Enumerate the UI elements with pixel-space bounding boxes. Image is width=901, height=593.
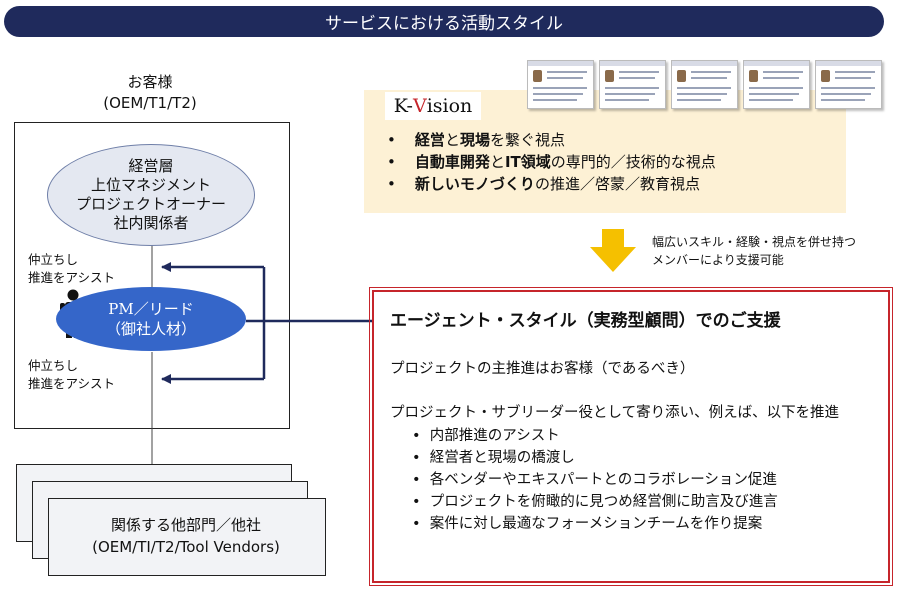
assist-lower-line1: 仲立ちし [28,358,79,373]
agent-item: • プロジェクトを俯瞰的に見つめ経営側に助言及び進言 [412,494,778,510]
kvision-bullets: • 経営と現場を繋ぐ視点 • 自動車開発とIT領域の専門的／技術的な視点 • 新… [387,129,847,195]
pm-line2: （御社人材） [105,320,196,338]
page-title-text: サービスにおける活動スタイル [325,14,563,34]
bullet-text: と [489,153,505,171]
executive-line: 経営層 [128,157,174,175]
kvision-bullet: • 新しいモノづくりの推進／啓蒙／教育視点 [387,175,700,193]
department-line1: 関係する他部門／他社 [110,516,261,534]
agent-style-box [369,287,893,586]
customer-label-line1: お客様 [127,73,173,91]
bullet-bold: 経営 [414,131,445,149]
executives-ellipse: 経営層 上位マネジメント プロジェクトオーナー 社内関係者 [47,144,255,246]
agent-items: • 内部推進のアシスト • 経営者と現場の橋渡し • 各ベンダーやエキスパートと… [412,425,778,535]
bullet-bold: IT領域 [504,153,551,171]
assist-upper-line1: 仲立ちし [28,252,79,267]
agent-lead-2: プロジェクト・サブリーダー役として寄り添い、例えば、以下を推進 [390,405,840,421]
pm-line1: PM／リード [108,300,194,318]
down-arrow-icon [590,229,636,272]
bullet-text: の専門的／技術的な視点 [550,153,716,171]
executive-line: 上位マネジメント [90,176,211,194]
executive-line: 社内関係者 [113,214,189,232]
assist-upper-line2: 推進をアシスト [28,270,116,285]
kvision-bullet: • 経営と現場を繋ぐ視点 [387,131,565,149]
department-line2: (OEM/TI/T2/Tool Vendors) [92,538,280,556]
kvision-logo-rest: ision [426,95,473,117]
agent-item-text: 各ベンダーやエキスパートとのコラボレーション促進 [429,472,777,488]
department-label: 関係する他部門／他社 (OEM/TI/T2/Tool Vendors) [48,498,324,574]
profile-thumbnail-icon [743,60,810,109]
profile-thumbnail-icon [599,60,666,109]
customer-label: お客様 (OEM/T1/T2) [70,72,230,114]
pm-ellipse: PM／リード （御社人材） [56,287,246,351]
agent-item-text: 経営者と現場の橋渡し [429,450,575,466]
agent-item-text: 案件に対し最適なフォーメションチームを作り提案 [429,516,763,532]
agent-item-text: 内部推進のアシスト [429,428,560,444]
bullet-text: を繋ぐ視点 [489,131,565,149]
bullet-bold: 現場 [459,131,490,149]
bullet-bold: 自動車開発 [414,153,490,171]
kvision-logo-k: K- [393,95,413,117]
bullet-text: と [444,131,460,149]
department-box-front [48,498,326,576]
agent-item: • 各ベンダーやエキスパートとのコラボレーション促進 [412,472,777,488]
kvision-bullet: • 自動車開発とIT領域の専門的／技術的な視点 [387,153,716,171]
agent-item: • 案件に対し最適なフォーメションチームを作り提案 [412,516,763,532]
bullet-bold: 新しいモノづくり [414,175,535,193]
assist-lower-line2: 推進をアシスト [28,376,116,391]
kvision-logo-v: V [412,95,427,117]
support-note-line2: メンバーにより支援可能 [652,253,784,267]
agent-item: • 内部推進のアシスト [412,428,560,444]
profile-thumbnail-icon [527,60,594,109]
support-note: 幅広いスキル・経験・視点を併せ持つ メンバーにより支援可能 [652,233,856,269]
agent-item: • 経営者と現場の橋渡し [412,450,575,466]
assist-label-upper: 仲立ちし 推進をアシスト [28,251,115,287]
assist-label-lower: 仲立ちし 推進をアシスト [28,357,115,393]
agent-item-text: プロジェクトを俯瞰的に見つめ経営側に助言及び進言 [429,494,778,510]
executive-line: プロジェクトオーナー [75,195,226,213]
agent-lead: プロジェクトの主推進はお客様（であるべき） [390,361,695,377]
page-title: サービスにおける活動スタイル [4,6,884,37]
customer-label-line2: (OEM/T1/T2) [103,94,197,112]
support-note-line1: 幅広いスキル・経験・視点を併せ持つ [652,235,857,249]
bullet-text: の推進／啓蒙／教育視点 [534,175,700,193]
profile-thumbnail-icon [671,60,738,109]
agent-title: エージェント・スタイル（実務型顧問）でのご支援 [390,311,781,331]
profile-thumbnail-icon [815,60,882,109]
